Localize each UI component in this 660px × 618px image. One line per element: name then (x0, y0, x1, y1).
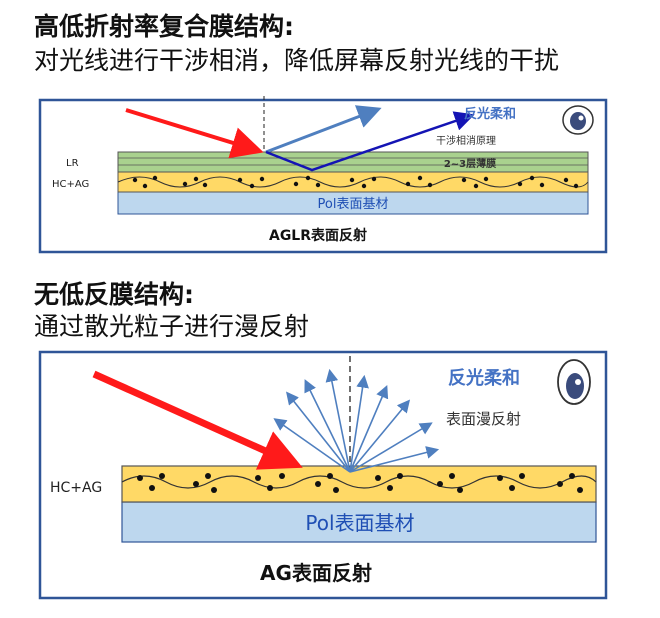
diagram1-hcag-label: HC+AG (52, 179, 89, 190)
section2-heading: 无低反膜结构: (34, 280, 194, 309)
eye-icon-2 (557, 359, 591, 405)
diagram2-diffuse-arrows (273, 368, 440, 473)
diagram2-substrate-layer (121, 501, 597, 543)
diagram1-interference-path (265, 111, 475, 172)
diagram1-incident-arrow (125, 108, 264, 159)
diagram2-particles (137, 473, 583, 493)
diagram1-reflect-arrow-1 (265, 105, 382, 154)
diagram1-substrate-label: Pol表面基材 (318, 197, 389, 212)
aglr-diagram: Pol表面基材 2~3层薄膜 LR HC+AG 反光柔和 干涉相消原理 AGLR… (38, 96, 608, 254)
diagram1-lr-label: LR (66, 158, 79, 169)
section1-heading: 高低折射率复合膜结构: (34, 12, 294, 41)
diagram1-caption: AGLR表面反射 (269, 227, 367, 244)
diagram1-film-label: 2~3层薄膜 (444, 157, 496, 170)
diagram1-soft-light-label: 反光柔和 (464, 106, 516, 122)
diagram2-caption: AG表面反射 (260, 561, 372, 585)
diagram2-soft-light-label: 反光柔和 (448, 367, 520, 389)
diagram2-hcag-layer (121, 465, 597, 503)
diagram2-substrate-label: Pol表面基材 (305, 511, 414, 535)
diagram1-hcag-layer (117, 171, 589, 193)
diagram2-hcag-label: HC+AG (50, 480, 102, 496)
section2-subheading: 通过散光粒子进行漫反射 (34, 312, 310, 341)
diagram1-interference-label: 干涉相消原理 (436, 134, 496, 147)
diagram2-diffuse-label: 表面漫反射 (446, 410, 521, 428)
diagram1-particles (132, 175, 579, 189)
section1-subheading: 对光线进行干涉相消，降低屏幕反射光线的干扰 (34, 46, 560, 75)
ag-diagram: Pol表面基材 HC+AG 反光柔和 表面漫反射 AG表面反射 (38, 350, 608, 600)
eye-icon (562, 105, 594, 135)
diagram2-incident-arrow (92, 370, 303, 470)
diagram2-wave-line (121, 475, 597, 489)
